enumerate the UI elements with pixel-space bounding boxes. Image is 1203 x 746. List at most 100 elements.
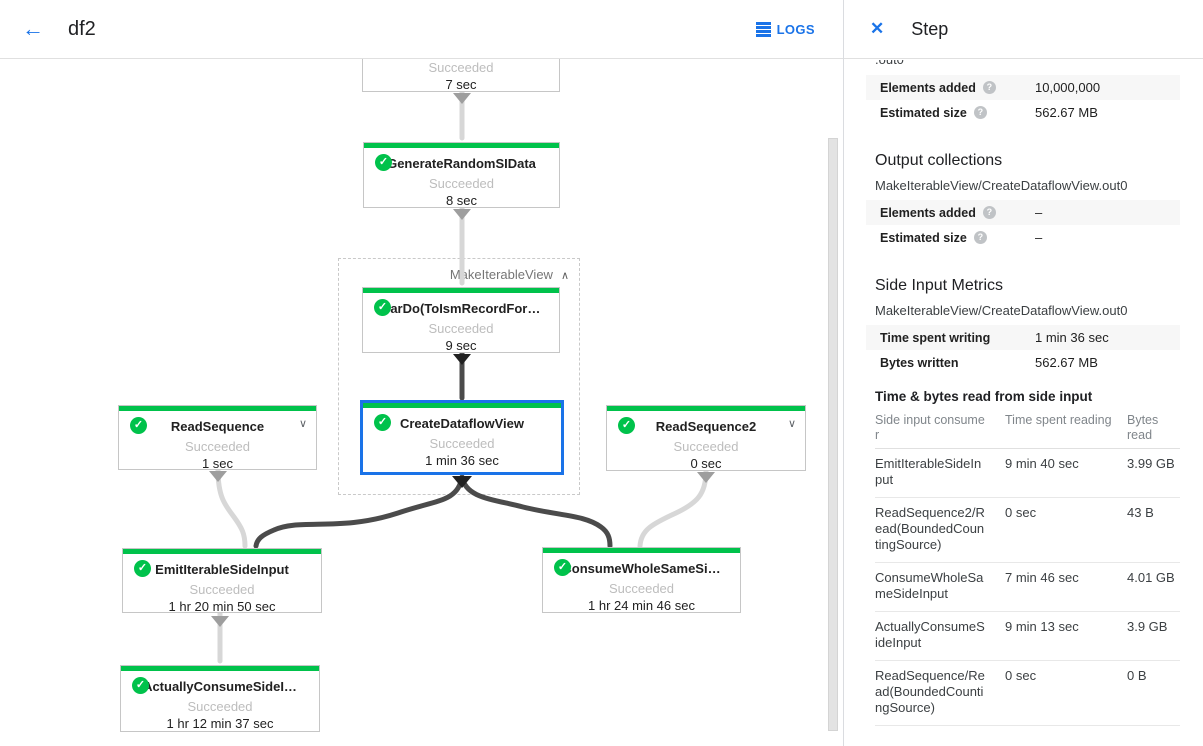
consumer-cell: EmitIterableSideInput: [875, 456, 982, 487]
node-status-bar: [543, 548, 740, 553]
graph-node-generaterandomsidata[interactable]: ✓ GenerateRandomSIData Succeeded 8 sec: [363, 142, 560, 208]
node-status: Succeeded: [187, 699, 253, 714]
metric-value: 1 min 36 sec: [1035, 330, 1109, 345]
column-header: Time spent reading: [1005, 413, 1112, 427]
expand-node-icon[interactable]: ∨: [787, 418, 796, 430]
success-check-icon: ✓: [375, 154, 392, 171]
edge-readsequence-to-emit: [215, 467, 248, 549]
node-duration: 1 hr 24 min 46 sec: [588, 598, 695, 613]
graph-pane: MakeIterableView ∧ ✓ Succeeded 7 sec ✓ Ge…: [0, 0, 843, 732]
graph-node-emititerablesideinput[interactable]: ✓ EmitIterableSideInput Succeeded 1 hr 2…: [122, 548, 322, 614]
time-cell: 0 sec: [1005, 505, 1037, 520]
graph-node-consumewholesamesideinput[interactable]: ✓ ConsumeWholeSameSi… Succeeded 1 hr 24 …: [542, 547, 741, 613]
edge-create-to-emit: [253, 474, 465, 549]
metric-label: Time spent writing: [880, 330, 991, 345]
side-input-metrics-heading: Side Input Metrics: [875, 277, 1004, 294]
node-duration: 8 sec: [445, 193, 478, 208]
graph-edges: [209, 89, 715, 664]
metric-row: Estimated size ? –: [866, 225, 1180, 250]
arrow-icon: [209, 471, 227, 482]
group-label-text: MakeIterableView: [449, 267, 553, 282]
node-status: Succeeded: [428, 60, 494, 75]
node-label: EmitIterableSideInput: [155, 561, 289, 577]
node-status: Succeeded: [428, 176, 495, 191]
node-duration: 7 sec: [445, 77, 477, 92]
node-label: ActuallyConsumeSideI…: [143, 678, 297, 694]
arrow-icon: [453, 93, 471, 104]
node-status-bar: [363, 288, 559, 293]
node-duration: 1 min 36 sec: [425, 453, 499, 468]
expand-node-icon[interactable]: ∨: [298, 418, 307, 430]
arrow-icon: [452, 476, 472, 488]
side-input-table-heading: Time & bytes read from side input: [875, 389, 1093, 404]
success-check-icon: ✓: [554, 559, 571, 576]
node-status: Succeeded: [673, 439, 739, 454]
metric-row: Bytes written 562.67 MB: [866, 350, 1180, 375]
node-status-bar: [119, 406, 316, 411]
metric-row: Time spent writing 1 min 36 sec: [866, 325, 1180, 350]
node-label: ParDo(ToIsmRecordFor…: [381, 300, 541, 316]
output-collection-metrics: Elements added ? – Estimated size ? –: [866, 200, 1180, 250]
node-duration: 0 sec: [690, 456, 722, 471]
metric-value: –: [1035, 230, 1043, 245]
arrow-icon: [697, 472, 715, 483]
graph-node-createdataflowview-selected[interactable]: ✓ CreateDataflowView Succeeded 1 min 36 …: [360, 400, 564, 475]
output-collections-heading: Output collections: [875, 152, 1003, 169]
node-status-bar: [364, 143, 559, 148]
metric-label: Estimated size: [880, 105, 967, 120]
time-cell: 7 min 46 sec: [1005, 570, 1079, 585]
help-icon[interactable]: ?: [973, 231, 987, 244]
metric-label: Elements added: [880, 205, 976, 220]
node-status-bar: [123, 549, 321, 554]
truncated-collection-name: .out0: [875, 60, 1180, 69]
collapse-group-icon[interactable]: ∧: [560, 270, 569, 282]
back-arrow-icon[interactable]: ←: [22, 16, 44, 41]
side-input-write-metrics: Time spent writing 1 min 36 sec Bytes wr…: [866, 325, 1180, 375]
node-status: Succeeded: [184, 439, 251, 454]
pipeline-graph: MakeIterableView ∧ ✓ Succeeded 7 sec ✓ Ge…: [118, 26, 806, 732]
graph-node-readsequence2[interactable]: ✓ ReadSequence2 ∨ Succeeded 0 sec: [606, 405, 806, 471]
graph-node-pardo-toismrecord[interactable]: ✓ ParDo(ToIsmRecordFor… Succeeded 9 sec: [362, 287, 560, 353]
logs-button[interactable]: LOGS: [755, 0, 815, 59]
logs-button-label: LOGS: [776, 22, 815, 37]
edge-create-to-consume: [459, 474, 613, 549]
close-icon[interactable]: ✕: [870, 19, 885, 38]
node-status: Succeeded: [428, 321, 494, 336]
column-header: Side input consumer: [875, 413, 985, 442]
consumer-cell: ConsumeWholeSameSideInput: [875, 570, 984, 601]
consumer-cell: ActuallyConsumeSideInput: [875, 619, 985, 650]
consumer-cell: ReadSequence2/Read(BoundedCountingSource…: [875, 505, 985, 552]
table-row: EmitIterableSideInput 9 min 40 sec 3.99 …: [875, 449, 1180, 498]
node-label: ReadSequence2: [655, 418, 757, 434]
pcollection-metrics: Elements added ? 10,000,000 Estimated si…: [866, 75, 1180, 125]
node-status: Succeeded: [608, 581, 675, 596]
node-status-bar: [607, 406, 805, 411]
help-icon[interactable]: ?: [973, 106, 987, 119]
bytes-cell: 3.99 GB: [1127, 456, 1175, 471]
step-details-panel: ✕ Step .out0 Elements added ? 10,000,000…: [843, 0, 1203, 746]
bytes-cell: 4.01 GB: [1127, 570, 1175, 585]
metric-label: Bytes written: [880, 355, 959, 370]
graph-node-actuallyconsumesideinput[interactable]: ✓ ActuallyConsumeSideI… Succeeded 1 hr 1…: [120, 665, 320, 732]
help-icon[interactable]: ?: [982, 206, 996, 219]
node-duration: 1 hr 20 min 50 sec: [168, 599, 276, 614]
metric-value: 562.67 MB: [1035, 105, 1098, 120]
column-header: Bytes read: [1127, 413, 1159, 442]
graph-node-readsequence[interactable]: ✓ ReadSequence ∨ Succeeded 1 sec: [118, 405, 317, 471]
time-cell: 9 min 40 sec: [1005, 456, 1079, 471]
step-panel-header: ✕ Step: [844, 0, 1203, 59]
metric-row: Elements added ? 10,000,000: [866, 75, 1180, 100]
table-row: ConsumeWholeSameSideInput 7 min 46 sec 4…: [875, 563, 1180, 612]
node-status-bar: [363, 403, 561, 408]
arrow-icon: [453, 354, 471, 365]
side-input-collection-name: MakeIterableView/CreateDataflowView.out0: [875, 303, 1128, 318]
success-check-icon: ✓: [134, 560, 151, 577]
success-check-icon: ✓: [374, 299, 391, 316]
help-icon[interactable]: ?: [982, 81, 996, 94]
job-header-bar: ← df2 LOGS: [0, 0, 843, 59]
graph-vertical-scrollbar[interactable]: [828, 138, 838, 731]
step-panel-content: .out0 Elements added ? 10,000,000 Estima…: [844, 59, 1203, 746]
node-label: CreateDataflowView: [399, 415, 525, 431]
success-check-icon: ✓: [132, 677, 149, 694]
